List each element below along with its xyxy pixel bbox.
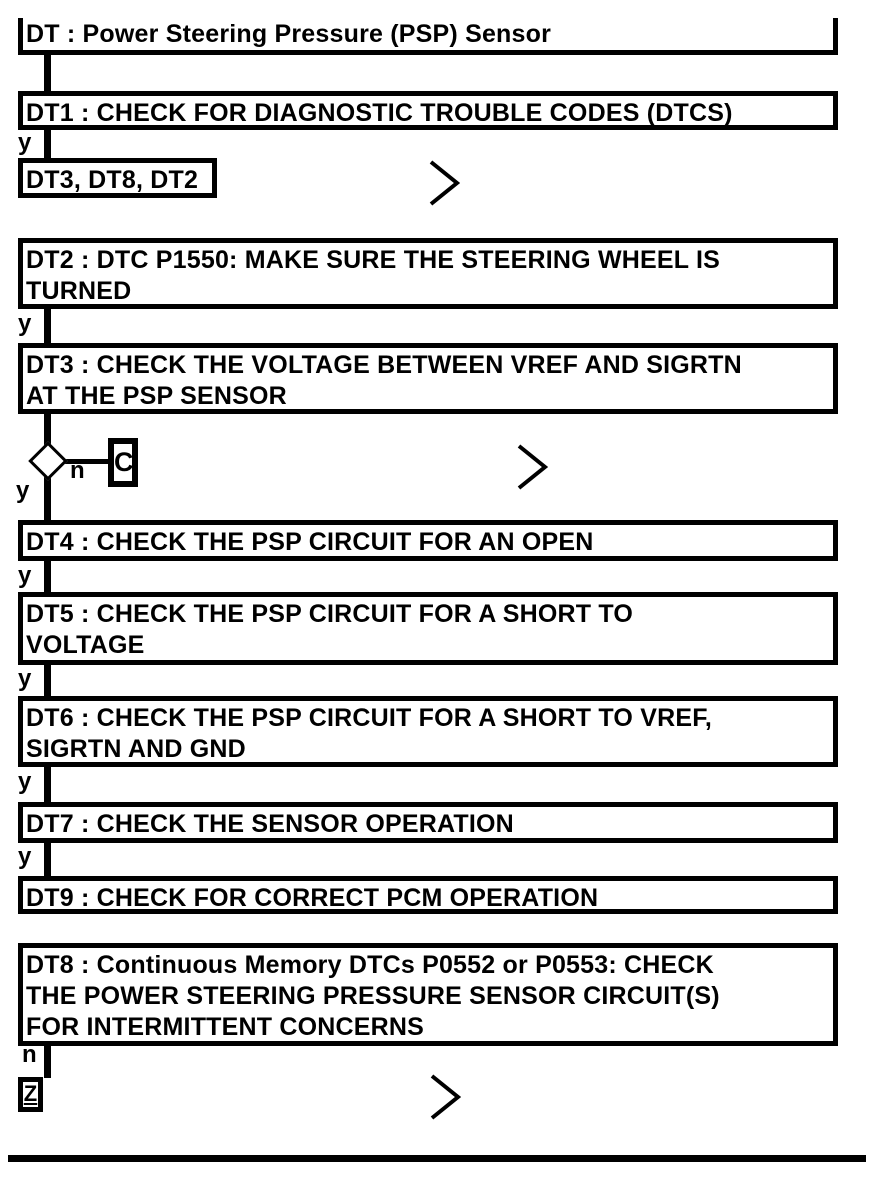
- bottom-rule: [8, 1155, 866, 1162]
- chevron-right-icon: [429, 160, 460, 206]
- decision-diamond: [28, 441, 68, 481]
- branch-label-yes: y: [18, 562, 32, 589]
- connector-line: [44, 767, 51, 802]
- branch-label-yes: y: [18, 310, 32, 337]
- node-dt9: DT9 : CHECK FOR CORRECT PCM OPERATION: [18, 876, 838, 914]
- connector-line: [44, 665, 51, 696]
- chevron-right-icon: [430, 1074, 461, 1120]
- connector-line: [44, 130, 51, 158]
- node-dt1: DT1 : CHECK FOR DIAGNOSTIC TROUBLE CODES…: [18, 91, 838, 130]
- node-dt7: DT7 : CHECK THE SENSOR OPERATION: [18, 802, 838, 843]
- node-dt-header: DT : Power Steering Pressure (PSP) Senso…: [18, 18, 838, 55]
- connector-line: [44, 309, 51, 343]
- branch-label-yes: y: [16, 477, 30, 504]
- node-ref-list: DT3, DT8, DT2: [18, 158, 217, 198]
- connector-line: [44, 474, 51, 520]
- connector-line: [44, 561, 51, 592]
- node-dt6: DT6 : CHECK THE PSP CIRCUIT FOR A SHORT …: [18, 696, 838, 767]
- connector-line: [44, 843, 51, 876]
- node-dt4: DT4 : CHECK THE PSP CIRCUIT FOR AN OPEN: [18, 520, 838, 561]
- connector-z: Z: [18, 1077, 43, 1112]
- chevron-right-icon: [517, 444, 548, 490]
- connector-c: C: [108, 438, 138, 487]
- connector-line: [44, 414, 51, 448]
- node-dt2: DT2 : DTC P1550: MAKE SURE THE STEERING …: [18, 238, 838, 309]
- branch-label-no: n: [22, 1041, 37, 1068]
- connector-line: [44, 1046, 51, 1078]
- branch-label-yes: y: [18, 129, 32, 156]
- node-dt3: DT3 : CHECK THE VOLTAGE BETWEEN VREF AND…: [18, 343, 838, 414]
- node-dt8: DT8 : Continuous Memory DTCs P0552 or P0…: [18, 943, 838, 1046]
- connector-line: [44, 55, 51, 91]
- branch-label-yes: y: [18, 665, 32, 692]
- branch-label-yes: y: [18, 843, 32, 870]
- branch-label-no: n: [70, 457, 85, 484]
- node-dt5: DT5 : CHECK THE PSP CIRCUIT FOR A SHORT …: [18, 592, 838, 665]
- connector-line: [59, 459, 108, 464]
- branch-label-yes: y: [18, 768, 32, 795]
